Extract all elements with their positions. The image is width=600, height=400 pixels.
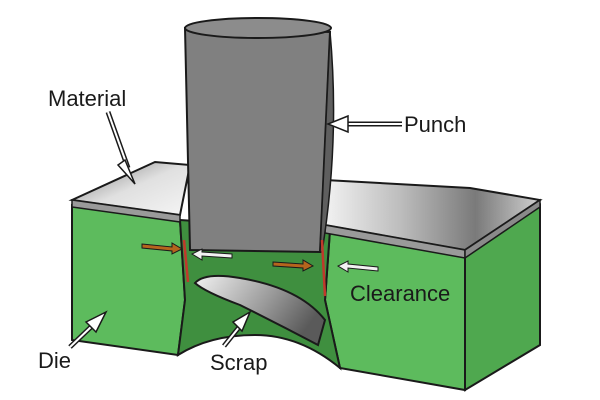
punch xyxy=(183,17,335,254)
scrap-slug xyxy=(193,274,327,347)
callout-die xyxy=(68,310,108,349)
label-punch: Punch xyxy=(404,112,467,137)
callout-arrows xyxy=(68,111,402,349)
punch-top xyxy=(184,17,332,39)
arrow-in-left xyxy=(141,242,184,255)
arrow-out-left xyxy=(190,248,233,261)
label-scrap: Scrap xyxy=(210,350,268,375)
label-material: Material xyxy=(48,86,127,111)
punch-body xyxy=(183,26,332,254)
material-edge-side xyxy=(464,198,541,260)
callout-scrap xyxy=(222,310,252,348)
arrow-in-right xyxy=(272,259,315,272)
die-front-left xyxy=(71,203,187,357)
callout-punch xyxy=(325,114,402,134)
material-edge-left xyxy=(71,199,181,223)
clearance-arrows xyxy=(141,242,379,273)
clearance-line-left xyxy=(182,239,190,283)
label-clearance: Clearance xyxy=(350,281,451,306)
label-die: Die xyxy=(38,348,72,373)
arrow-out-right xyxy=(336,260,379,273)
clearance-line-right xyxy=(320,239,327,297)
callout-material xyxy=(105,111,136,185)
